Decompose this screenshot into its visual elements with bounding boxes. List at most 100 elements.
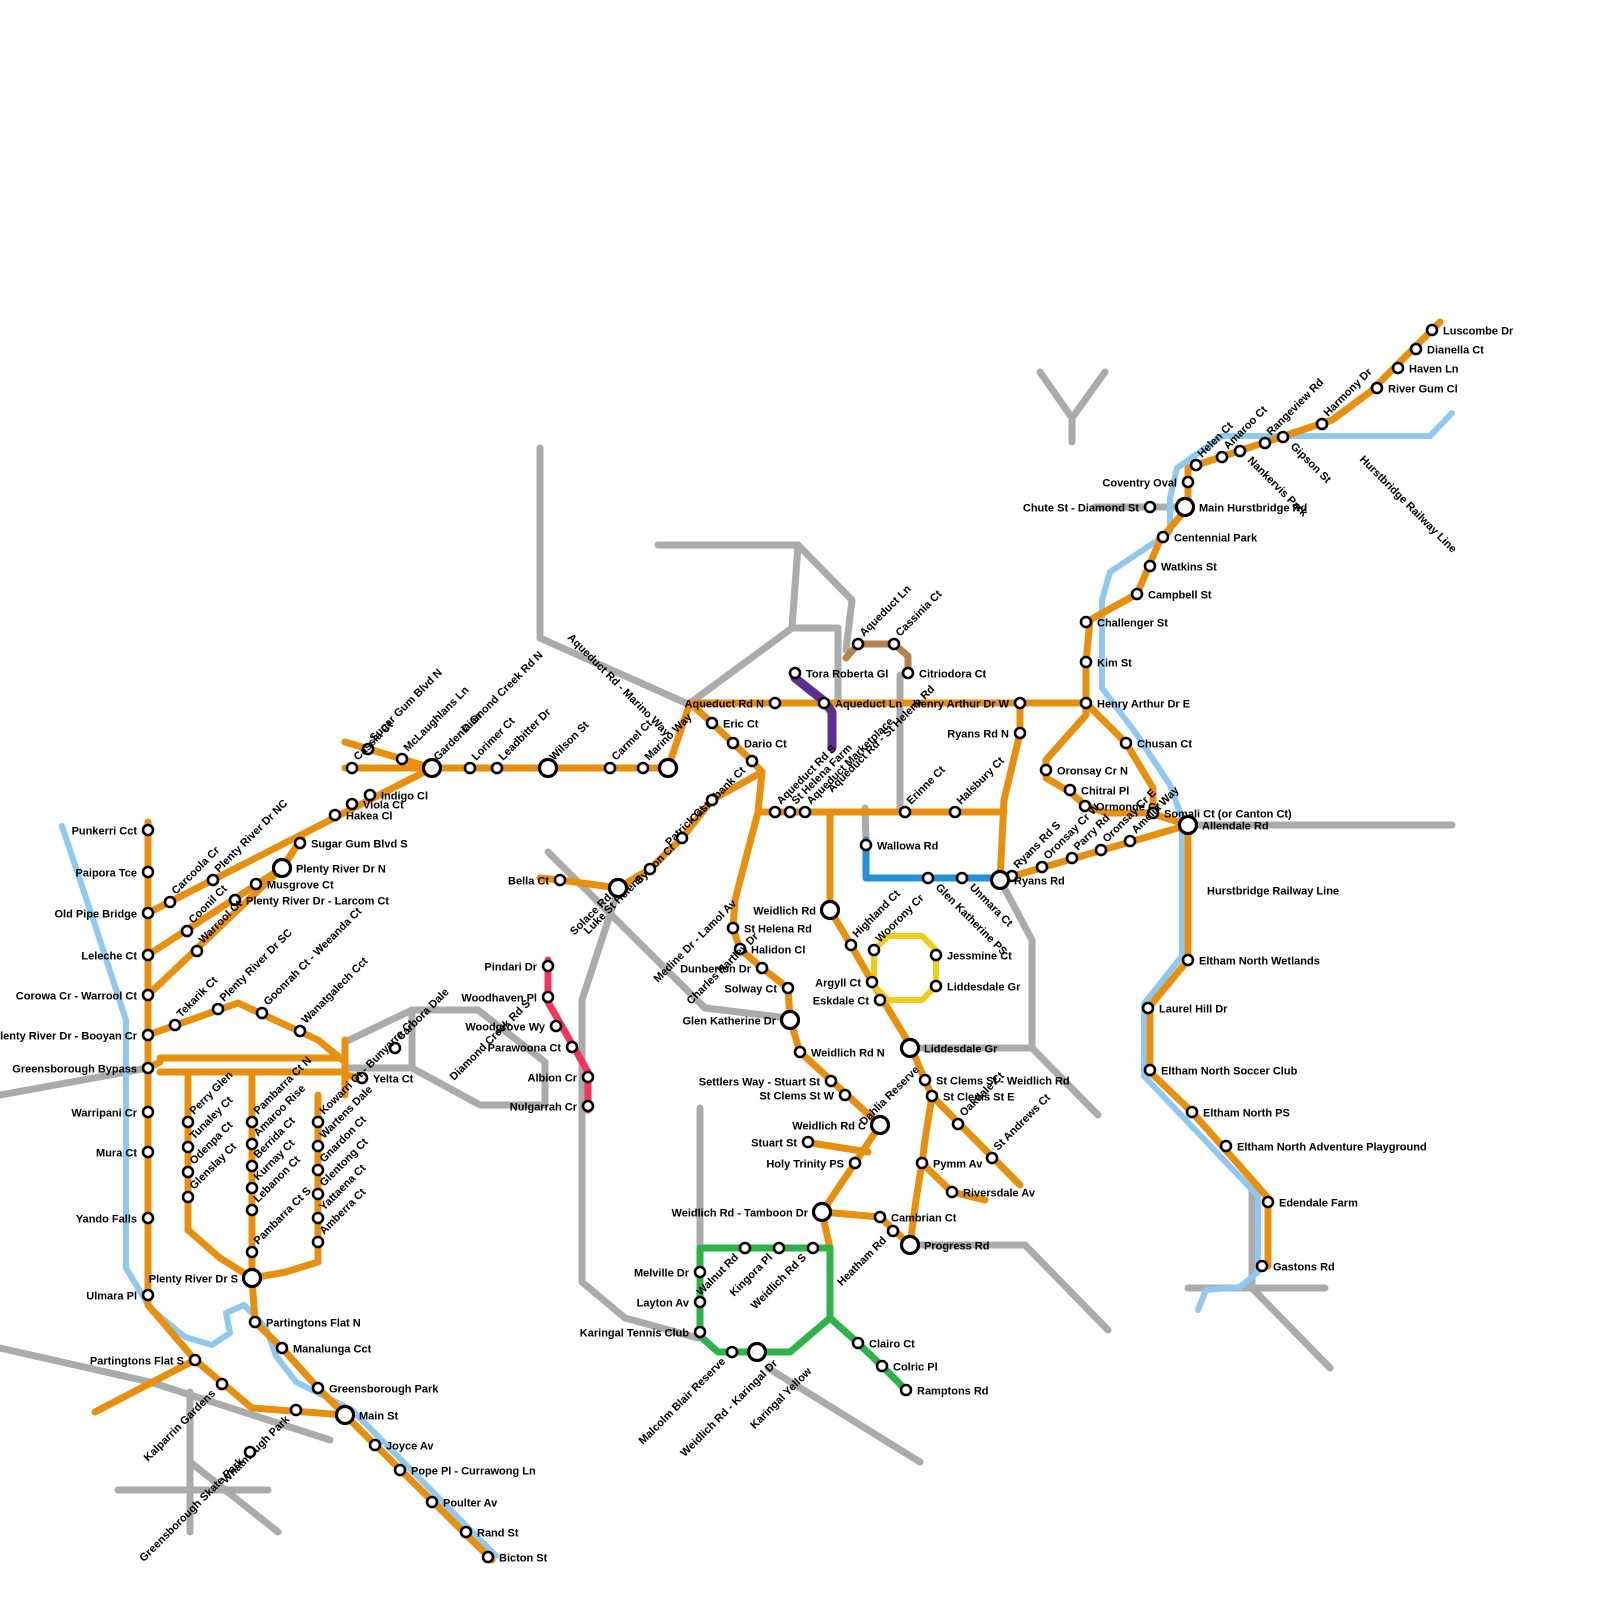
station-dot[interactable] — [1425, 323, 1439, 337]
station-dot[interactable] — [915, 1156, 929, 1170]
station-challenger-st[interactable]: Challenger St — [1079, 615, 1168, 630]
station-partingtons-flat-n[interactable]: Partingtons Flat N — [248, 1315, 361, 1330]
station-dot[interactable] — [636, 761, 650, 775]
station-greensborough-park[interactable]: Greensborough Park — [311, 1381, 439, 1396]
station-dot[interactable] — [1039, 763, 1053, 777]
interchange-dot[interactable] — [271, 857, 293, 879]
station-halidon-cl[interactable]: Halidon Cl — [733, 942, 805, 957]
station-eric-ct[interactable]: Eric Ct — [705, 716, 759, 731]
station-stuart-st[interactable]: Stuart St — [751, 1135, 815, 1150]
station-dot[interactable] — [817, 696, 831, 710]
interchange-dot[interactable] — [241, 1267, 263, 1289]
station-hakea-cl[interactable]: Hakea Cl — [328, 808, 392, 823]
station-gipson-st[interactable]: Gipson St — [1276, 430, 1333, 486]
station-dot[interactable] — [1119, 736, 1133, 750]
station-dot[interactable] — [844, 938, 858, 952]
station-bicton-st[interactable]: Bicton St — [481, 1550, 548, 1565]
interchange-dot[interactable] — [899, 1234, 921, 1256]
station-clairo-ct[interactable]: Clairo Ct — [851, 1336, 915, 1351]
station-dot[interactable] — [726, 736, 740, 750]
interchange-dot[interactable] — [989, 869, 1011, 891]
station-dot[interactable] — [228, 893, 242, 907]
station-parawoona-ct[interactable]: Parawoona Ct — [488, 1040, 579, 1055]
interchange-dot[interactable] — [819, 899, 841, 921]
station-dot[interactable] — [206, 873, 220, 887]
station-woodhaven-pl[interactable]: Woodhaven Pl — [461, 990, 555, 1005]
station-dot[interactable] — [1143, 500, 1157, 514]
station-woodgrove-wy[interactable]: Woodgrove Wy — [465, 1019, 563, 1034]
station-dot[interactable] — [141, 1211, 155, 1225]
station-plenty-river-dr-larcom-ct[interactable]: Plenty River Dr - Larcom Ct — [228, 893, 389, 908]
station-henry-arthur-dr-e[interactable]: Henry Arthur Dr E — [1079, 696, 1190, 711]
station-glen-katherine-dr[interactable]: Glen Katherine Dr — [682, 1009, 801, 1031]
station-dot[interactable] — [1276, 430, 1290, 444]
station-dot[interactable] — [1123, 834, 1137, 848]
station-dot[interactable] — [388, 1041, 402, 1055]
station-layton-av[interactable]: Layton Av — [637, 1295, 707, 1310]
station-dot[interactable] — [985, 1151, 999, 1165]
station-dot[interactable] — [1370, 381, 1384, 395]
station-dot[interactable] — [311, 1163, 325, 1177]
station-dot[interactable] — [867, 943, 881, 957]
station-weidlich-rd-n[interactable]: Weidlich Rd N — [793, 1045, 885, 1060]
station-citriodora-ct[interactable]: Citriodora Ct — [901, 666, 987, 681]
station-dot[interactable] — [1261, 1195, 1275, 1209]
station-paipora-tce[interactable]: Paipora Tce — [75, 865, 155, 880]
station-dot[interactable] — [211, 1002, 225, 1016]
station-plenty-river-dr-sc[interactable]: Plenty River Dr SC — [211, 927, 295, 1016]
station-ormonde-ct[interactable]: Ormonde Ct — [1078, 799, 1160, 814]
station-dot[interactable] — [188, 1353, 202, 1367]
station-dot[interactable] — [1035, 860, 1049, 874]
station-dot[interactable] — [481, 1550, 495, 1564]
interchange-dot[interactable] — [657, 757, 679, 779]
station-dot[interactable] — [1065, 851, 1079, 865]
station-plenty-river-dr-booyan-cr[interactable]: Plenty River Dr - Booyan Cr — [0, 1028, 155, 1043]
station-dot[interactable] — [245, 1245, 259, 1259]
station-dot[interactable] — [345, 761, 359, 775]
station-dot[interactable] — [955, 871, 969, 885]
station-patrick-ct[interactable]: Patrick Ct — [663, 793, 719, 848]
station-dot[interactable] — [733, 942, 747, 956]
station-dot[interactable] — [603, 761, 617, 775]
station-holy-trinity-ps[interactable]: Holy Trinity PS — [766, 1156, 862, 1171]
station-dot[interactable] — [851, 637, 865, 651]
station-dot[interactable] — [693, 1295, 707, 1309]
station-dot[interactable] — [1094, 843, 1108, 857]
station-dot[interactable] — [249, 877, 263, 891]
station-dot[interactable] — [245, 1115, 259, 1129]
station-dot[interactable] — [289, 1403, 303, 1417]
station-jessmine-ct[interactable]: Jessmine Ct — [929, 948, 1012, 963]
station-st-clems-st-e[interactable]: St Clems St E — [925, 1089, 1015, 1104]
station-st-helena-rd[interactable]: St Helena Rd — [726, 921, 812, 936]
station-dot[interactable] — [565, 1040, 579, 1054]
station-dot[interactable] — [1215, 450, 1229, 464]
station-junction[interactable] — [657, 757, 679, 779]
station-joyce-av[interactable]: Joyce Av — [368, 1438, 434, 1453]
station-eltham-north-soccer-club[interactable]: Eltham North Soccer Club — [1143, 1063, 1298, 1078]
station-dot[interactable] — [245, 1203, 259, 1217]
station-mura-ct[interactable]: Mura Ct — [96, 1145, 155, 1160]
station-tora-roberta-gl[interactable]: Tora Roberta Gl — [788, 666, 888, 681]
station-dot[interactable] — [1079, 615, 1093, 629]
station-dot[interactable] — [929, 979, 943, 993]
station-malcolm-blair-reserve[interactable]: Malcolm Blair Reserve — [637, 1345, 739, 1447]
station-dot[interactable] — [311, 1235, 325, 1249]
station-halsbury-ct[interactable]: Halsbury Ct — [948, 755, 1007, 819]
station-leleche-ct[interactable]: Leleche Ct — [81, 948, 155, 963]
station-dianella-ct[interactable]: Dianella Ct — [1409, 342, 1484, 357]
station-dot[interactable] — [181, 1140, 195, 1154]
station-dot[interactable] — [361, 742, 375, 756]
station-dot[interactable] — [311, 1187, 325, 1201]
station-eskdale-ct[interactable]: Eskdale Ct — [813, 993, 887, 1008]
station-weidlich-rd-tamboon-dr[interactable]: Weidlich Rd - Tamboon Dr — [672, 1201, 833, 1223]
station-poulter-av[interactable]: Poulter Av — [425, 1495, 498, 1510]
station-dot[interactable] — [180, 924, 194, 938]
station-melville-dr[interactable]: Melville Dr — [634, 1265, 707, 1280]
station-dot[interactable] — [693, 1265, 707, 1279]
station-dot[interactable] — [693, 1325, 707, 1339]
station-main-hurstbridge-rd[interactable]: Main Hurstbridge Rd — [1174, 496, 1308, 518]
interchange-dot[interactable] — [537, 757, 559, 779]
station-dot[interactable] — [245, 1181, 259, 1195]
station-dot[interactable] — [363, 788, 377, 802]
station-dot[interactable] — [929, 948, 943, 962]
